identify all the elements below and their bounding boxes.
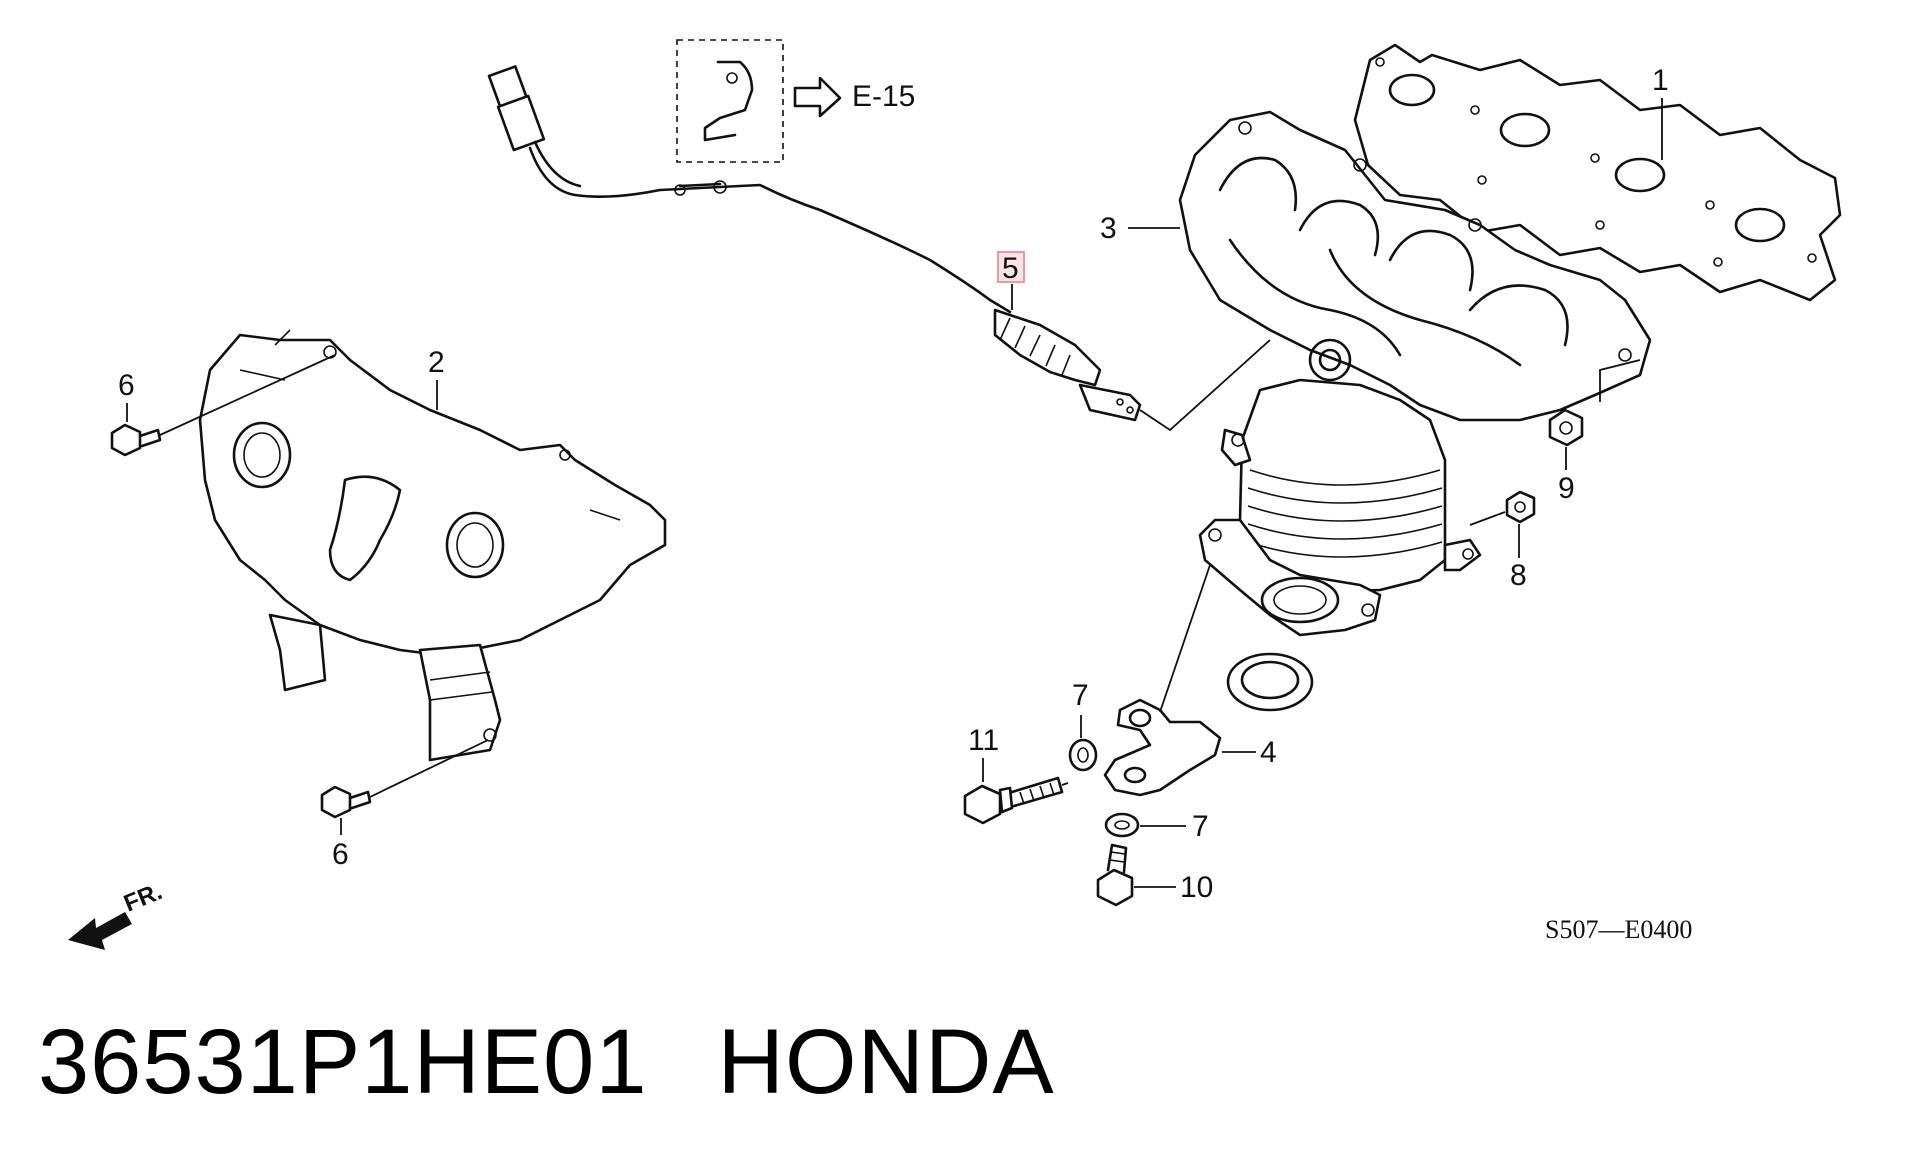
callout-2: 2 — [428, 346, 445, 379]
heat-shield-part-2[interactable] — [198, 329, 667, 762]
callout-5-highlight[interactable]: 5 — [997, 251, 1025, 285]
callout-5: 5 — [1002, 252, 1019, 285]
callout-10: 10 — [1180, 871, 1213, 904]
bolt-part-6-upper[interactable] — [110, 354, 336, 457]
callout-6-lower: 6 — [332, 838, 349, 871]
bolt-part-11[interactable] — [963, 776, 1069, 825]
figure-code: S507—E0400 — [1545, 915, 1692, 944]
brand-name: HONDA — [717, 1011, 1055, 1113]
callout-4: 4 — [1260, 736, 1277, 769]
callout-1: 1 — [1652, 64, 1669, 97]
bolt-part-6-lower[interactable] — [320, 739, 489, 819]
reference-e15: E-15 — [852, 80, 915, 113]
manifold-catalytic-converter-part-3[interactable] — [1178, 110, 1652, 637]
oxygen-sensor-part-5[interactable] — [487, 65, 1271, 432]
exhaust-gasket-ring[interactable] — [1226, 652, 1314, 712]
part-number: 36531P1HE01 — [38, 1011, 648, 1113]
callout-8: 8 — [1510, 559, 1527, 592]
front-direction-arrow: FR. — [68, 878, 166, 950]
callout-11: 11 — [968, 724, 999, 757]
nut-part-9[interactable] — [1548, 408, 1584, 447]
callout-9: 9 — [1558, 472, 1575, 505]
front-label: FR. — [120, 878, 166, 918]
bracket-part-4[interactable] — [1103, 564, 1222, 797]
part-number-caption: 36531P1HE01 HONDA — [38, 1010, 1055, 1115]
washer-part-7-upper[interactable] — [1068, 738, 1098, 772]
callout-3: 3 — [1100, 212, 1117, 245]
callout-7-upper: 7 — [1072, 679, 1089, 712]
callout-7-lower: 7 — [1192, 810, 1209, 843]
bolt-part-10[interactable] — [1096, 843, 1134, 907]
washer-part-7-lower[interactable] — [1104, 812, 1140, 838]
nut-part-8[interactable] — [1505, 490, 1536, 524]
e15-reference[interactable]: E-15 — [676, 39, 915, 163]
callout-6-upper: 6 — [118, 369, 135, 402]
